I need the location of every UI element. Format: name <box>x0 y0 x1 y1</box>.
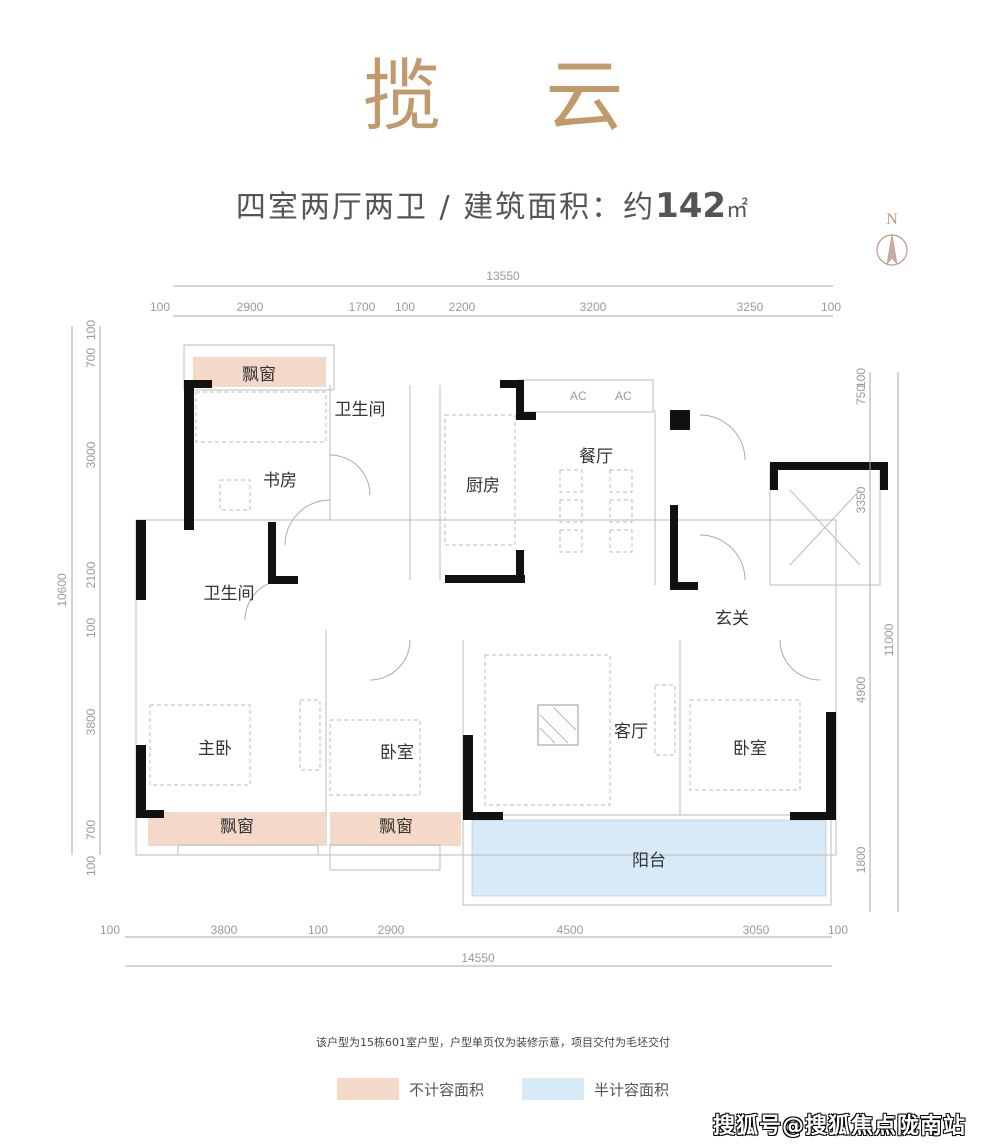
floor-plan: AC AC 飘窗 书房 卫生间 卫生间 厨房 餐厅 玄关 主卧 卧室 客厅 卧室… <box>55 269 899 967</box>
disclaimer-note: 该户型为15栋601室户型，户型单页仅为装修示意，项目交付为毛坯交付 <box>316 1036 670 1049</box>
svg-text:700: 700 <box>84 820 98 840</box>
legend-item-not-counted: 不计容面积 <box>337 1078 484 1100</box>
svg-text:100: 100 <box>150 300 170 314</box>
legend-item-half-counted: 半计容面积 <box>522 1078 669 1100</box>
svg-text:3050: 3050 <box>743 923 770 937</box>
label-master-bedroom: 主卧 <box>198 739 232 759</box>
svg-text:10600: 10600 <box>55 573 69 607</box>
svg-text:14550: 14550 <box>461 951 495 965</box>
svg-text:100: 100 <box>308 923 328 937</box>
label-study: 书房 <box>263 471 297 491</box>
label-bathroom-1: 卫生间 <box>335 400 386 420</box>
balcony-area <box>471 819 827 897</box>
svg-text:100: 100 <box>84 320 98 340</box>
compass-icon: N <box>876 211 908 266</box>
label-living: 客厅 <box>614 722 648 742</box>
bay-window-top <box>193 357 326 387</box>
svg-text:100: 100 <box>100 923 120 937</box>
svg-text:2100: 2100 <box>84 561 98 588</box>
plan-subtitle: 四室两厅两卫 / 建筑面积：约142㎡ <box>0 182 986 226</box>
north-compass: N <box>870 208 914 274</box>
svg-text:2900: 2900 <box>237 300 264 314</box>
svg-text:3800: 3800 <box>84 708 98 735</box>
svg-text:3250: 3250 <box>737 300 764 314</box>
svg-text:3000: 3000 <box>84 441 98 468</box>
plan-title: 揽 云 <box>362 52 664 142</box>
layout-text: 四室两厅两卫 <box>235 190 428 225</box>
svg-text:100: 100 <box>84 618 98 638</box>
svg-text:AC: AC <box>570 389 587 403</box>
separator: / <box>439 190 452 225</box>
area-label: 建筑面积：约 <box>463 190 656 225</box>
svg-text:100: 100 <box>828 923 848 937</box>
svg-text:2200: 2200 <box>449 300 476 314</box>
label-bay-window-bedroom: 飘窗 <box>379 817 413 837</box>
watermark: 搜狐号@搜狐焦点陇南站 <box>712 1114 966 1139</box>
svg-text:3800: 3800 <box>211 923 238 937</box>
svg-text:11000: 11000 <box>882 623 896 656</box>
svg-text:100: 100 <box>821 300 841 314</box>
svg-text:4500: 4500 <box>557 923 584 937</box>
svg-text:2900: 2900 <box>378 923 405 937</box>
svg-text:N: N <box>886 211 898 228</box>
svg-text:100: 100 <box>854 368 868 388</box>
legend-swatch-peach <box>337 1078 399 1100</box>
label-bedroom-2: 卧室 <box>733 739 767 759</box>
legend-swatch-blue <box>522 1078 584 1100</box>
label-bay-window-master: 飘窗 <box>220 817 254 837</box>
label-bay-window-top: 飘窗 <box>242 365 276 385</box>
svg-text:4900: 4900 <box>854 676 868 703</box>
svg-text:750: 750 <box>854 385 868 405</box>
label-balcony: 阳台 <box>632 851 666 871</box>
svg-text:13550: 13550 <box>486 269 520 283</box>
area-value: 142 <box>655 186 727 226</box>
svg-text:1700: 1700 <box>349 300 376 314</box>
svg-text:1800: 1800 <box>854 846 868 873</box>
label-entrance: 玄关 <box>715 609 749 629</box>
bay-window-bedroom <box>330 812 461 846</box>
label-bathroom-2: 卫生间 <box>204 584 255 604</box>
svg-text:3350: 3350 <box>854 486 868 513</box>
svg-text:AC: AC <box>615 389 632 403</box>
label-kitchen: 厨房 <box>466 476 500 496</box>
svg-text:700: 700 <box>84 348 98 368</box>
svg-text:3200: 3200 <box>580 300 607 314</box>
label-dining: 餐厅 <box>579 447 613 467</box>
area-unit: ㎡ <box>726 198 751 223</box>
label-bedroom-1: 卧室 <box>380 743 414 763</box>
svg-text:100: 100 <box>84 856 98 876</box>
svg-text:100: 100 <box>395 300 415 314</box>
bay-window-master <box>148 812 325 846</box>
